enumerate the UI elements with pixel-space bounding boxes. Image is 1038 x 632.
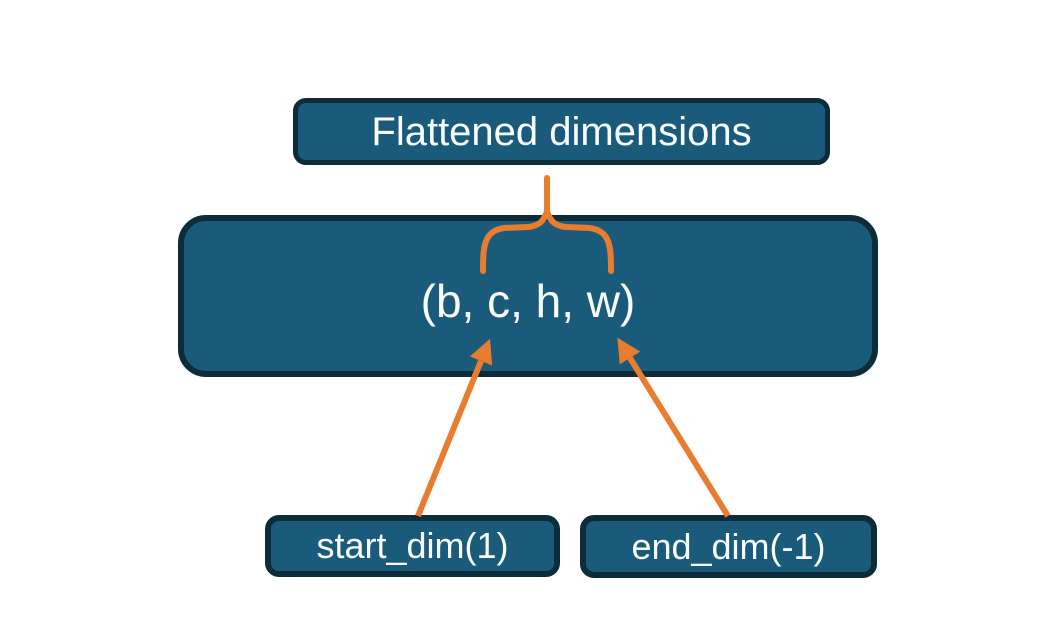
end-dim-box: end_dim(-1) — [580, 515, 877, 578]
tensor-shape-box: (b, c, h, w) — [178, 215, 878, 377]
flattened-dimensions-label: Flattened dimensions — [371, 109, 752, 154]
end-dim-label: end_dim(-1) — [631, 525, 826, 567]
start-dim-box: start_dim(1) — [265, 515, 560, 577]
flattened-dimensions-box: Flattened dimensions — [293, 98, 830, 165]
end-dim-arrow — [617, 337, 731, 518]
start-dim-arrow — [415, 338, 493, 518]
tensor-shape-label: (b, c, h, w) — [420, 275, 636, 327]
start-dim-label: start_dim(1) — [316, 525, 509, 566]
